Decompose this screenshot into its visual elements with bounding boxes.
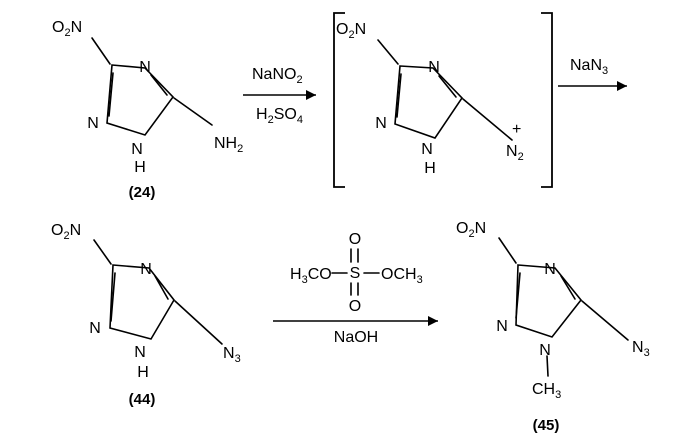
- compound-44-n-top: N: [140, 261, 152, 278]
- reagent-sulfate-o-top: O: [349, 231, 361, 248]
- compound-24-nitro-label: O2N: [52, 19, 82, 39]
- reagent-nano2: NaNO2: [252, 66, 303, 86]
- compound-44-azide-label: N3: [223, 345, 241, 365]
- reagent-sulfate-s: S: [350, 265, 361, 282]
- diazonium-intermediate: O2N N N N H N2 +: [333, 12, 553, 188]
- reagent-naoh: NaOH: [334, 329, 378, 346]
- intermediate-h: H: [424, 160, 436, 177]
- diazonium-charge: +: [512, 121, 521, 138]
- intermediate-nitro-label: O2N: [336, 21, 366, 41]
- compound-44-label: (44): [129, 391, 156, 408]
- compound-45-methyl-label: CH3: [532, 381, 561, 401]
- compound-45-label: (45): [533, 417, 560, 434]
- compound-44-nitro-label: O2N: [51, 222, 81, 242]
- reagent-sulfate-o-bottom: O: [349, 298, 361, 315]
- compound-24-h: H: [134, 159, 146, 176]
- compound-45-n-left: N: [496, 318, 508, 335]
- compound-24-n-top: N: [139, 59, 151, 76]
- intermediate-n-left: N: [375, 115, 387, 132]
- reagent-h2so4: H2SO4: [256, 106, 303, 126]
- reagent-nan3: NaN3: [570, 57, 608, 77]
- compound-45-structure: O2N N N N N3 CH3 (45): [456, 220, 650, 434]
- compound-45-nitro-label: O2N: [456, 220, 486, 240]
- reagent-sulfate-right: OCH3: [381, 266, 423, 286]
- intermediate-n-top: N: [428, 59, 440, 76]
- compound-44-h: H: [137, 364, 149, 381]
- reaction-arrow-1: NaNO2 H2SO4: [243, 66, 316, 126]
- compound-45-n-top: N: [544, 261, 556, 278]
- compound-24-structure: O2N N N N H NH2 (24): [52, 19, 243, 201]
- reagent-sulfate-left: H3CO: [290, 266, 332, 286]
- compound-24-amine-label: NH2: [214, 135, 243, 155]
- compound-44-n-bottom: N: [134, 344, 146, 361]
- compound-44-n-left: N: [89, 320, 101, 337]
- compound-44-structure: O2N N N N H N3 (44): [51, 222, 241, 408]
- reaction-arrow-3: O S O H3CO OCH3 NaOH: [273, 231, 438, 346]
- diazonium-label: N2: [506, 143, 524, 163]
- compound-45-n-bottom: N: [539, 342, 551, 359]
- intermediate-n-bottom: N: [421, 141, 433, 158]
- compound-24-label: (24): [129, 184, 156, 201]
- compound-24-n-bottom: N: [131, 141, 143, 158]
- compound-45-azide-label: N3: [632, 339, 650, 359]
- reaction-arrow-2: NaN3: [558, 57, 627, 91]
- compound-24-n-left: N: [87, 115, 99, 132]
